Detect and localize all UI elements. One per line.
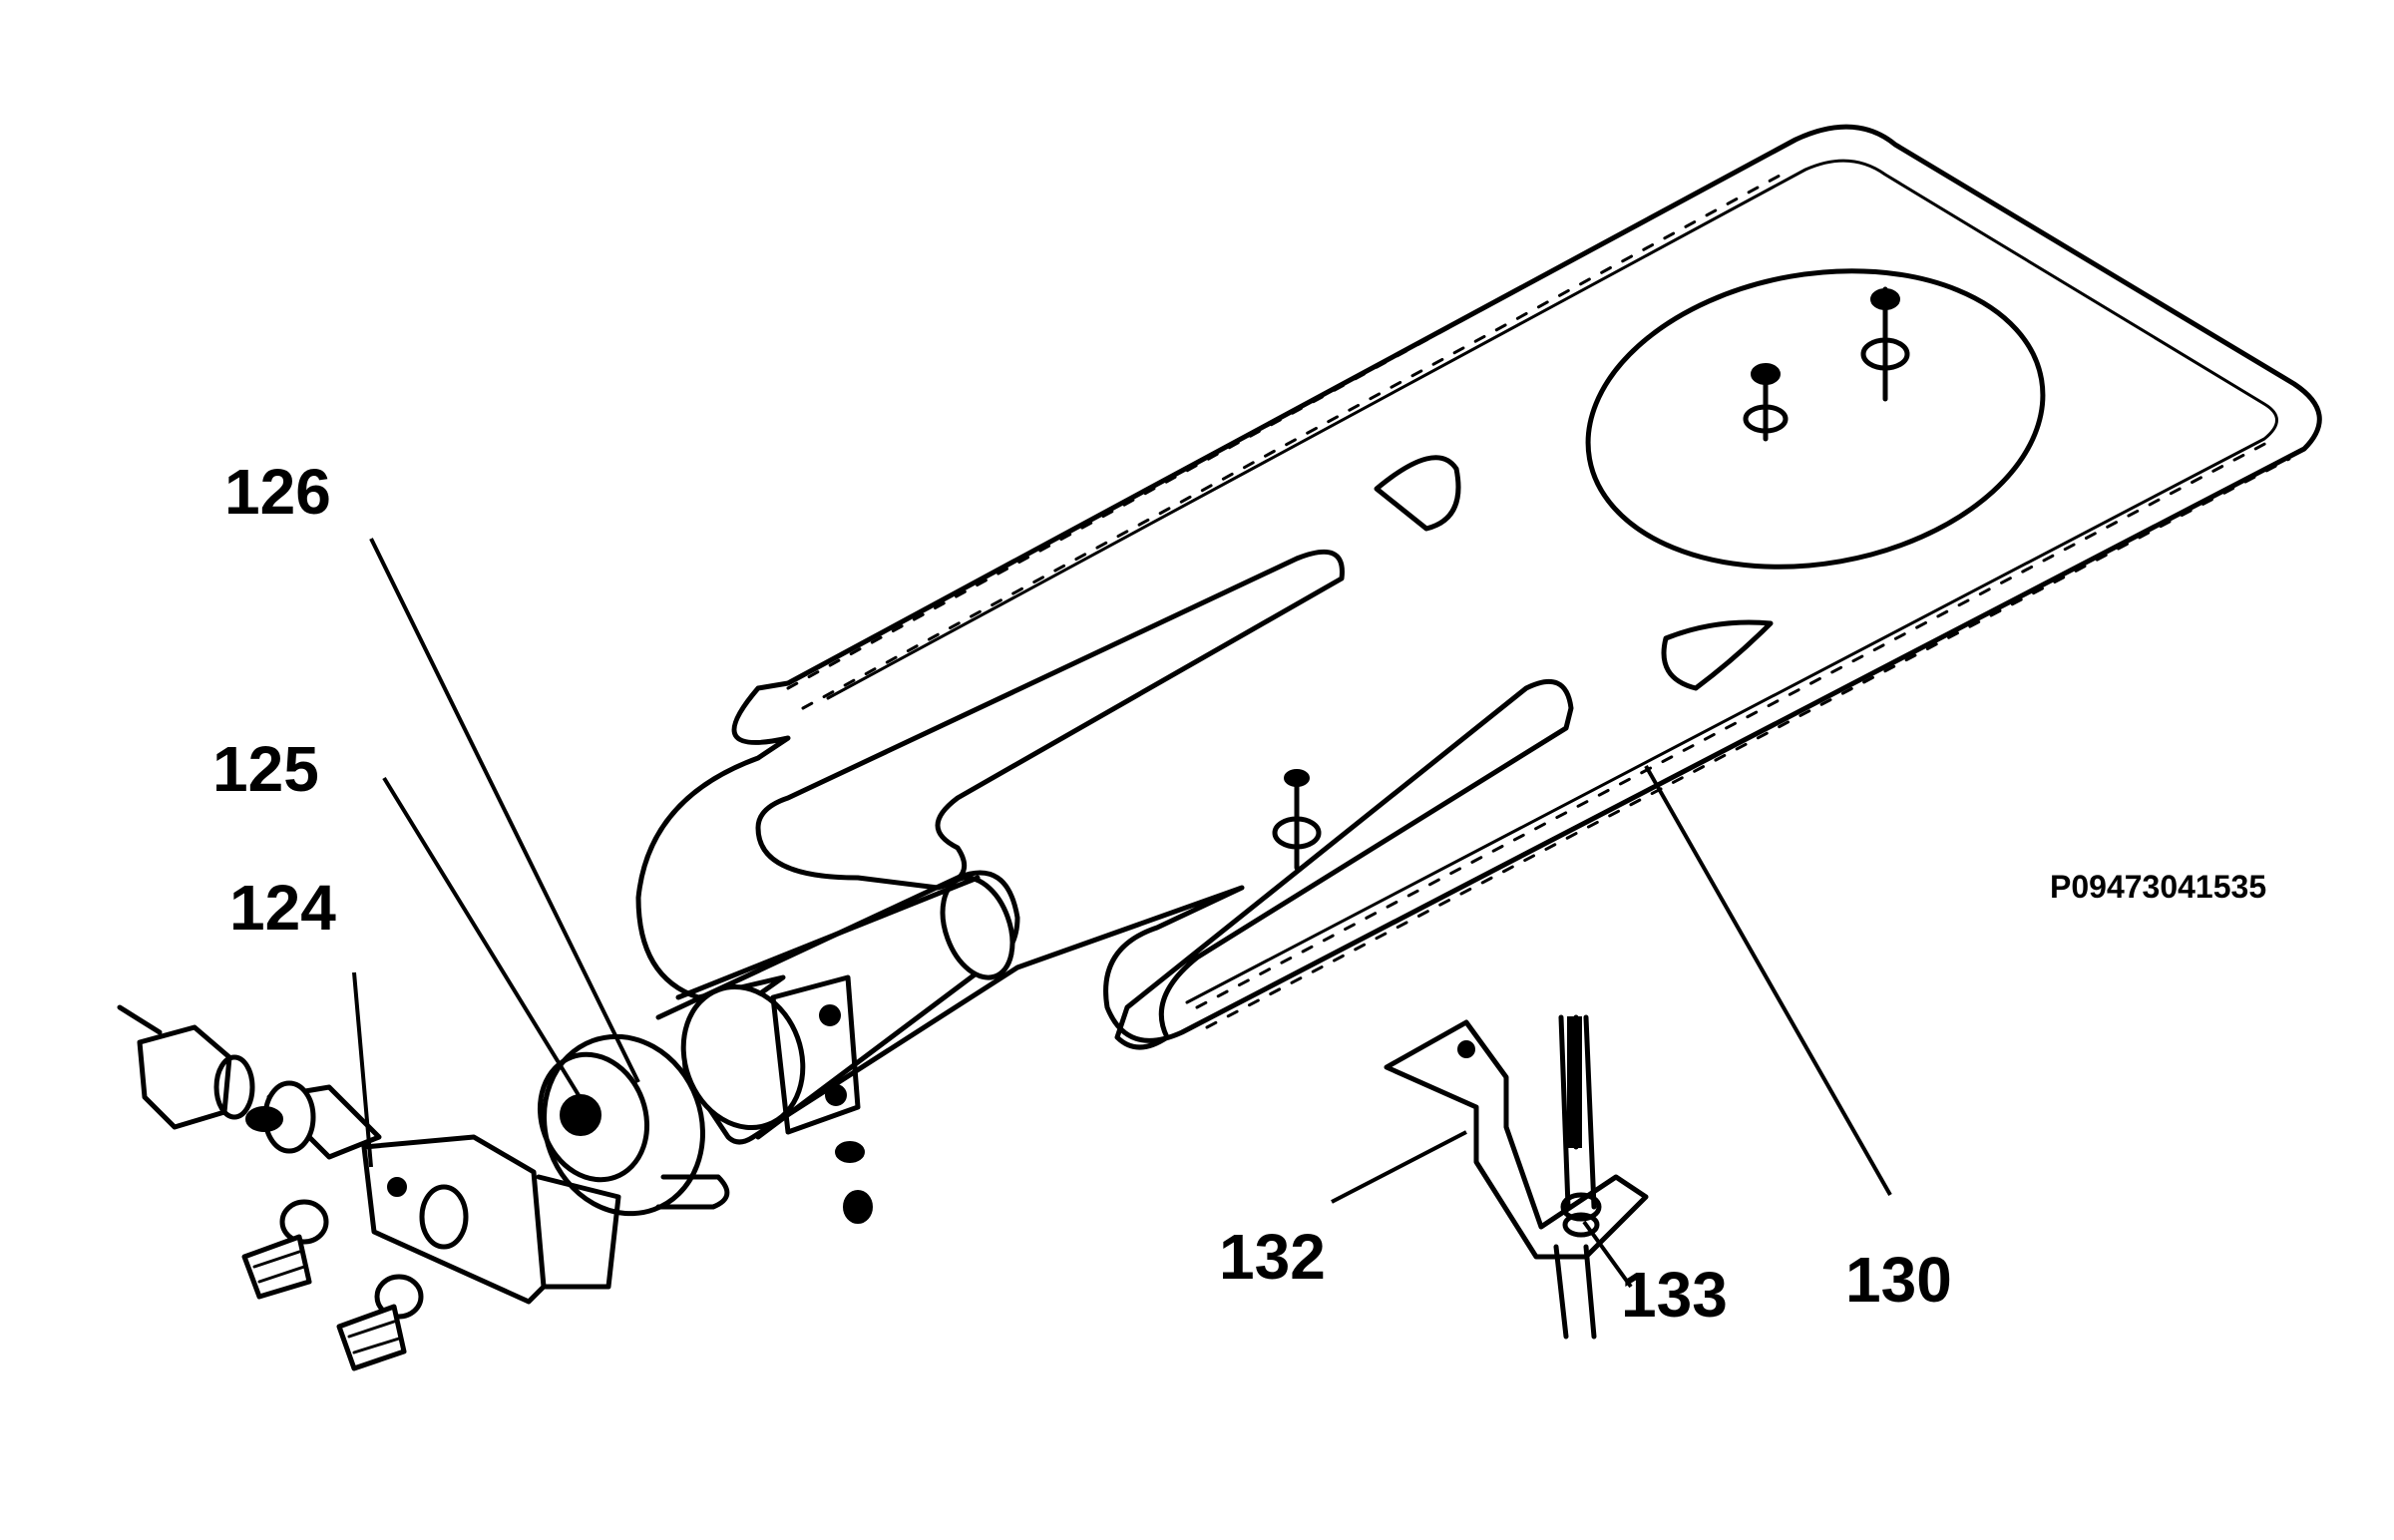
leader-132 xyxy=(1331,1130,1467,1204)
label-133: 133 xyxy=(1621,1259,1728,1331)
label-132: 132 xyxy=(1219,1221,1326,1293)
leader-124 xyxy=(352,971,373,1168)
plate-screw-2 xyxy=(1860,286,1910,402)
label-124: 124 xyxy=(229,872,336,944)
reference-code: P09473041535 xyxy=(2050,869,2266,905)
leader-130 xyxy=(1644,765,1892,1196)
part-124-bracket xyxy=(117,1004,621,1305)
screw-left xyxy=(241,1199,329,1300)
label-125: 125 xyxy=(212,733,319,805)
leader-126 xyxy=(369,538,640,1083)
plate-screw-1 xyxy=(1743,363,1789,442)
screw-right xyxy=(336,1274,424,1371)
part-133-electrode xyxy=(1553,1014,1602,1340)
label-126: 126 xyxy=(224,456,331,528)
plate-screw-3 xyxy=(1272,769,1322,871)
part-132-bracket xyxy=(1384,1019,1649,1260)
small-screws xyxy=(835,1141,873,1224)
leader-lines xyxy=(352,538,1892,1289)
beaded-edge xyxy=(786,148,2291,1029)
leader-125 xyxy=(382,776,581,1097)
label-130: 130 xyxy=(1845,1244,1952,1316)
venturi-tube xyxy=(655,870,1020,1140)
bottom-screws xyxy=(241,1199,424,1371)
leader-133 xyxy=(1582,1220,1633,1289)
burner-plate xyxy=(635,124,2322,1145)
part-126-air-shutter xyxy=(537,1033,730,1217)
